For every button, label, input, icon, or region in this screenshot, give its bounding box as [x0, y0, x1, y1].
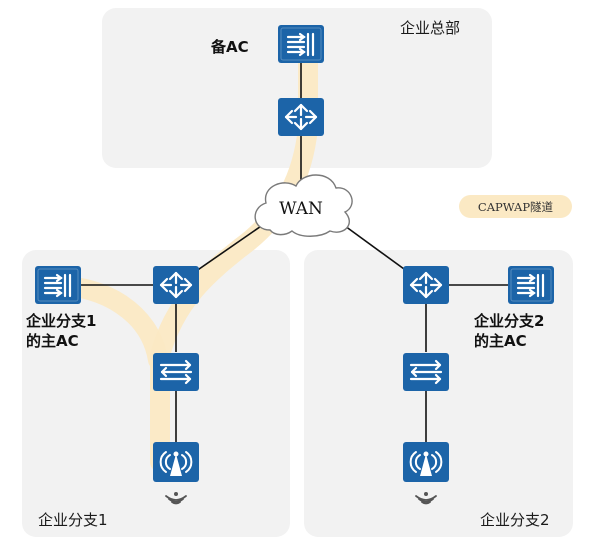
cloud-icon: [254, 174, 353, 237]
switch-icon[interactable]: [403, 353, 449, 391]
wan-label: WAN: [279, 199, 323, 219]
router-icon[interactable]: [153, 266, 199, 304]
wan-cloud: WAN: [254, 174, 353, 237]
ac-controller-icon[interactable]: [35, 266, 81, 304]
backup-ac-label: 备AC: [210, 38, 249, 56]
ap-icon[interactable]: [153, 442, 199, 482]
branch1-main-ac-label-line2: 的主AC: [26, 332, 79, 350]
ac-controller-icon[interactable]: [278, 25, 324, 63]
region-branch2: [304, 250, 573, 537]
region-hq-label: 企业总部: [400, 19, 460, 37]
ap-icon[interactable]: [403, 442, 449, 482]
region-hq: [102, 8, 492, 168]
legend-tunnel-label: CAPWAP隧道: [478, 200, 554, 214]
switch-icon[interactable]: [153, 353, 199, 391]
legend-tunnel-swatch: [459, 195, 572, 218]
ac-controller-icon[interactable]: [508, 266, 554, 304]
region-branch1-label: 企业分支1: [38, 511, 108, 529]
branch1-main-ac-label-line1: 企业分支1: [25, 312, 96, 330]
router-icon[interactable]: [403, 266, 449, 304]
router-icon[interactable]: [278, 98, 324, 136]
legend: CAPWAP隧道: [459, 195, 572, 218]
region-branch2-label: 企业分支2: [480, 511, 550, 529]
branch2-main-ac-label-line2: 的主AC: [474, 332, 527, 350]
branch2-main-ac-label-line1: 企业分支2: [473, 312, 544, 330]
